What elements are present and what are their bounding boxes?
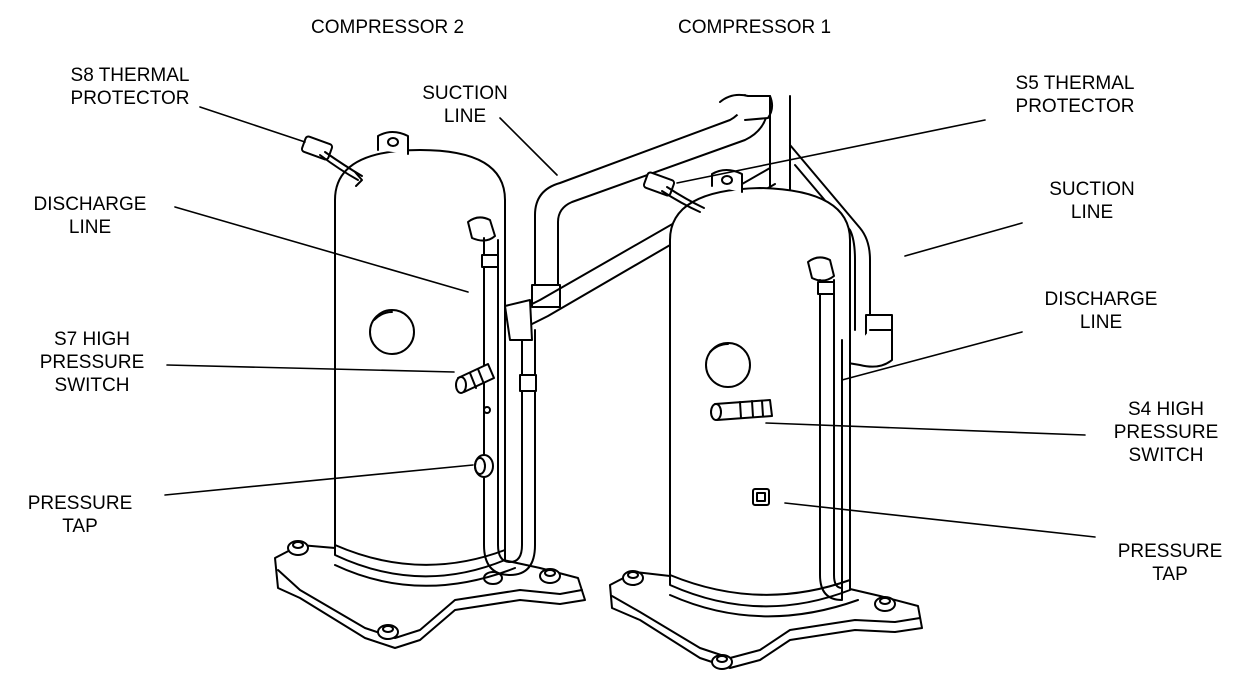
leader-s5-thermal-protector (676, 119, 986, 184)
leader-pressure-tap-left (164, 464, 474, 496)
s4-high-pressure-switch-label-line1: S4 HIGH (1127, 399, 1205, 420)
compressor-1-pressure-tap (752, 488, 770, 506)
leader-s7-high-pressure-switch (166, 364, 455, 373)
discharge-line-right-label: DISCHARGE LINE (1026, 288, 1176, 334)
s7-high-pressure-switch-part (455, 363, 495, 414)
pressure-tap-right-label-line1: PRESSURE (1117, 541, 1223, 562)
compressor-1-header: COMPRESSOR 1 (678, 17, 832, 38)
s5-thermal-protector-label-line1: S5 THERMAL (1015, 73, 1135, 94)
compressor-1-body (669, 169, 859, 618)
compressor-1-discharge-line (807, 256, 843, 601)
suction-line-right-label: SUCTION LINE (1026, 178, 1158, 224)
leader-s4-high-pressure-switch (765, 422, 1086, 436)
discharge-line-right-label-line2: LINE (1079, 312, 1123, 333)
s8-thermal-protector-label-line1: S8 THERMAL (70, 65, 190, 86)
compressor-1-base (609, 570, 923, 670)
s7-high-pressure-switch-label: S7 HIGH PRESSURE SWITCH (22, 328, 162, 397)
s4-high-pressure-switch-label: S4 HIGH PRESSURE SWITCH (1096, 398, 1236, 467)
leader-pressure-tap-right (784, 502, 1096, 538)
s8-thermal-protector-part (300, 135, 363, 187)
pressure-tap-left-label: PRESSURE TAP (10, 492, 150, 538)
s5-thermal-protector-label: S5 THERMAL PROTECTOR (1000, 72, 1150, 118)
leader-discharge-line-right (841, 331, 1023, 381)
suction-line-right-label-line2: LINE (1070, 202, 1114, 223)
pressure-tap-left-label-line2: TAP (62, 516, 98, 537)
pressure-tap-right-label: PRESSURE TAP (1100, 540, 1240, 586)
suction-line-left-label: SUCTION LINE (404, 82, 526, 128)
suction-line-left-label-line2: LINE (443, 106, 487, 127)
s7-high-pressure-switch-label-line1: S7 HIGH (53, 329, 131, 350)
discharge-line-left-label-line1: DISCHARGE (33, 194, 147, 215)
s7-high-pressure-switch-label-line3: SWITCH (54, 375, 130, 396)
leader-suction-line-left (499, 117, 558, 176)
s5-thermal-protector-part (642, 171, 705, 213)
discharge-line-right-label-line1: DISCHARGE (1044, 289, 1158, 310)
leader-s8-thermal-protector (199, 106, 306, 143)
suction-line-left-label-line1: SUCTION (422, 83, 508, 104)
compressor-2 (274, 131, 586, 649)
s4-high-pressure-switch-part (710, 399, 773, 421)
leader-suction-line-right (904, 222, 1023, 257)
compressor-2-body (334, 131, 516, 587)
discharge-line-left-label: DISCHARGE LINE (15, 193, 165, 239)
compressor-2-sight-glass (369, 309, 415, 355)
compressor-1 (609, 169, 923, 670)
s8-thermal-protector-label-line2: PROTECTOR (70, 88, 190, 109)
s4-high-pressure-switch-label-line2: PRESSURE (1113, 422, 1219, 443)
compressor-2-discharge-line (467, 216, 537, 576)
pressure-tap-right-label-line2: TAP (1152, 564, 1188, 585)
s7-high-pressure-switch-label-line2: PRESSURE (39, 352, 145, 373)
leader-lines (164, 106, 1096, 538)
compressor-1-sight-glass (705, 342, 751, 388)
compressor-2-pressure-tap (474, 454, 494, 478)
s4-high-pressure-switch-label-line3: SWITCH (1128, 445, 1204, 466)
s8-thermal-protector-label: S8 THERMAL PROTECTOR (60, 64, 200, 110)
leader-discharge-line-left (174, 206, 469, 293)
suction-line-right-label-line1: SUCTION (1049, 179, 1135, 200)
compressor-2-header: COMPRESSOR 2 (311, 17, 465, 38)
discharge-line-left-label-line2: LINE (68, 217, 112, 238)
pressure-tap-left-label-line1: PRESSURE (27, 493, 133, 514)
s5-thermal-protector-label-line2: PROTECTOR (1015, 96, 1135, 117)
